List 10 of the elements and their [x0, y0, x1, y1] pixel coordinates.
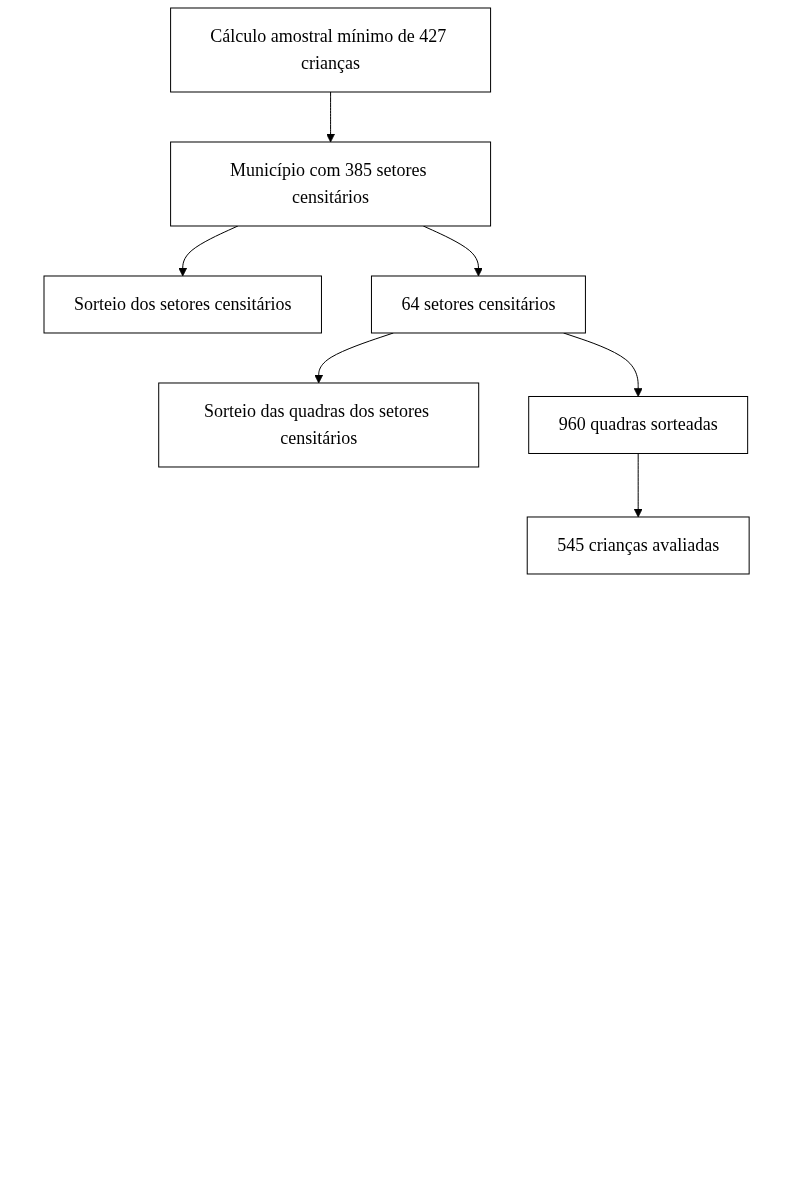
node-box: 545 crianças avaliadas [526, 516, 750, 575]
node-box: Sorteio dos setores censitários [43, 275, 322, 334]
arrow [633, 453, 643, 518]
node-box: Sorteio das quadras dos setores censitários [158, 382, 480, 468]
node-box: Cálculo amostral mínimo de 427 crianças [170, 7, 491, 93]
arrow [326, 91, 335, 143]
node-box: 960 quadras sorteadas [528, 396, 749, 454]
node-box: Município com 385 setores censitários [170, 141, 491, 227]
arrow [178, 225, 239, 277]
node-box: 64 setores censitários [370, 275, 586, 334]
